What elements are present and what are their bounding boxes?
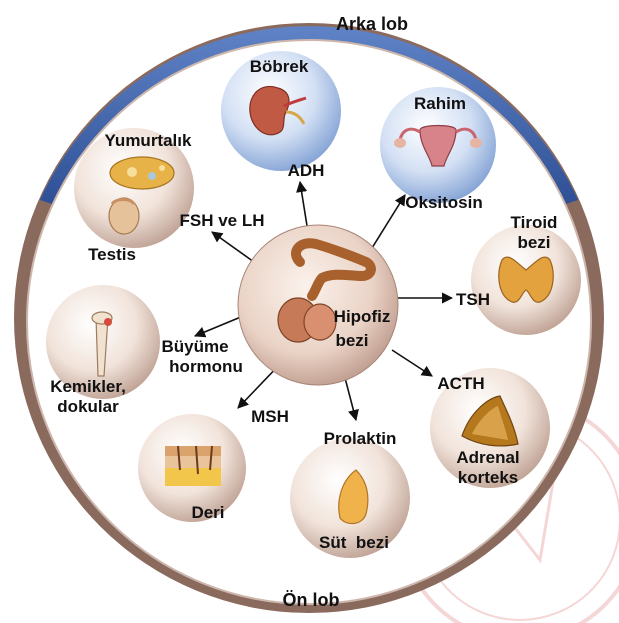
- acth-label: ACTH: [437, 374, 484, 393]
- pituitary-label-line2: bezi: [335, 331, 368, 350]
- ovary-label: Yumurtalık: [105, 131, 192, 150]
- thyroid-label-line2: bezi: [517, 233, 550, 252]
- testis-icon: [109, 198, 139, 234]
- adrenal-label-line1: Adrenal: [456, 448, 519, 467]
- ovary-icon: [110, 157, 174, 189]
- adrenal-label-line2: korteks: [458, 468, 518, 487]
- pituitary-label-line1: Hipofiz: [334, 307, 391, 326]
- uterus-label: Rahim: [414, 94, 466, 113]
- bones-label-line2: dokular: [57, 397, 119, 416]
- kidney-label: Böbrek: [250, 57, 309, 76]
- fsh-lh-label: FSH ve LH: [179, 211, 264, 230]
- skin-label: Deri: [191, 503, 224, 522]
- msh-label: MSH: [251, 407, 289, 426]
- mammary-gland-label: Süt bezi: [319, 533, 389, 552]
- bones-label-line1: Kemikler,: [50, 377, 126, 396]
- adh-label: ADH: [288, 161, 325, 180]
- thyroid-label-line1: Tiroid: [511, 213, 558, 232]
- anterior-lobe-label: Ön lob: [283, 590, 340, 610]
- skin-icon: [165, 446, 221, 486]
- testis-label: Testis: [88, 245, 136, 264]
- growth-hormone-label-line2: hormonu: [169, 357, 243, 376]
- oxytocin-label: Oksitosin: [405, 193, 482, 212]
- posterior-lobe-label: Arka lob: [336, 14, 408, 34]
- tsh-label: TSH: [456, 290, 490, 309]
- prolactin-label: Prolaktin: [324, 429, 397, 448]
- growth-hormone-label-line1: Büyüme: [161, 337, 228, 356]
